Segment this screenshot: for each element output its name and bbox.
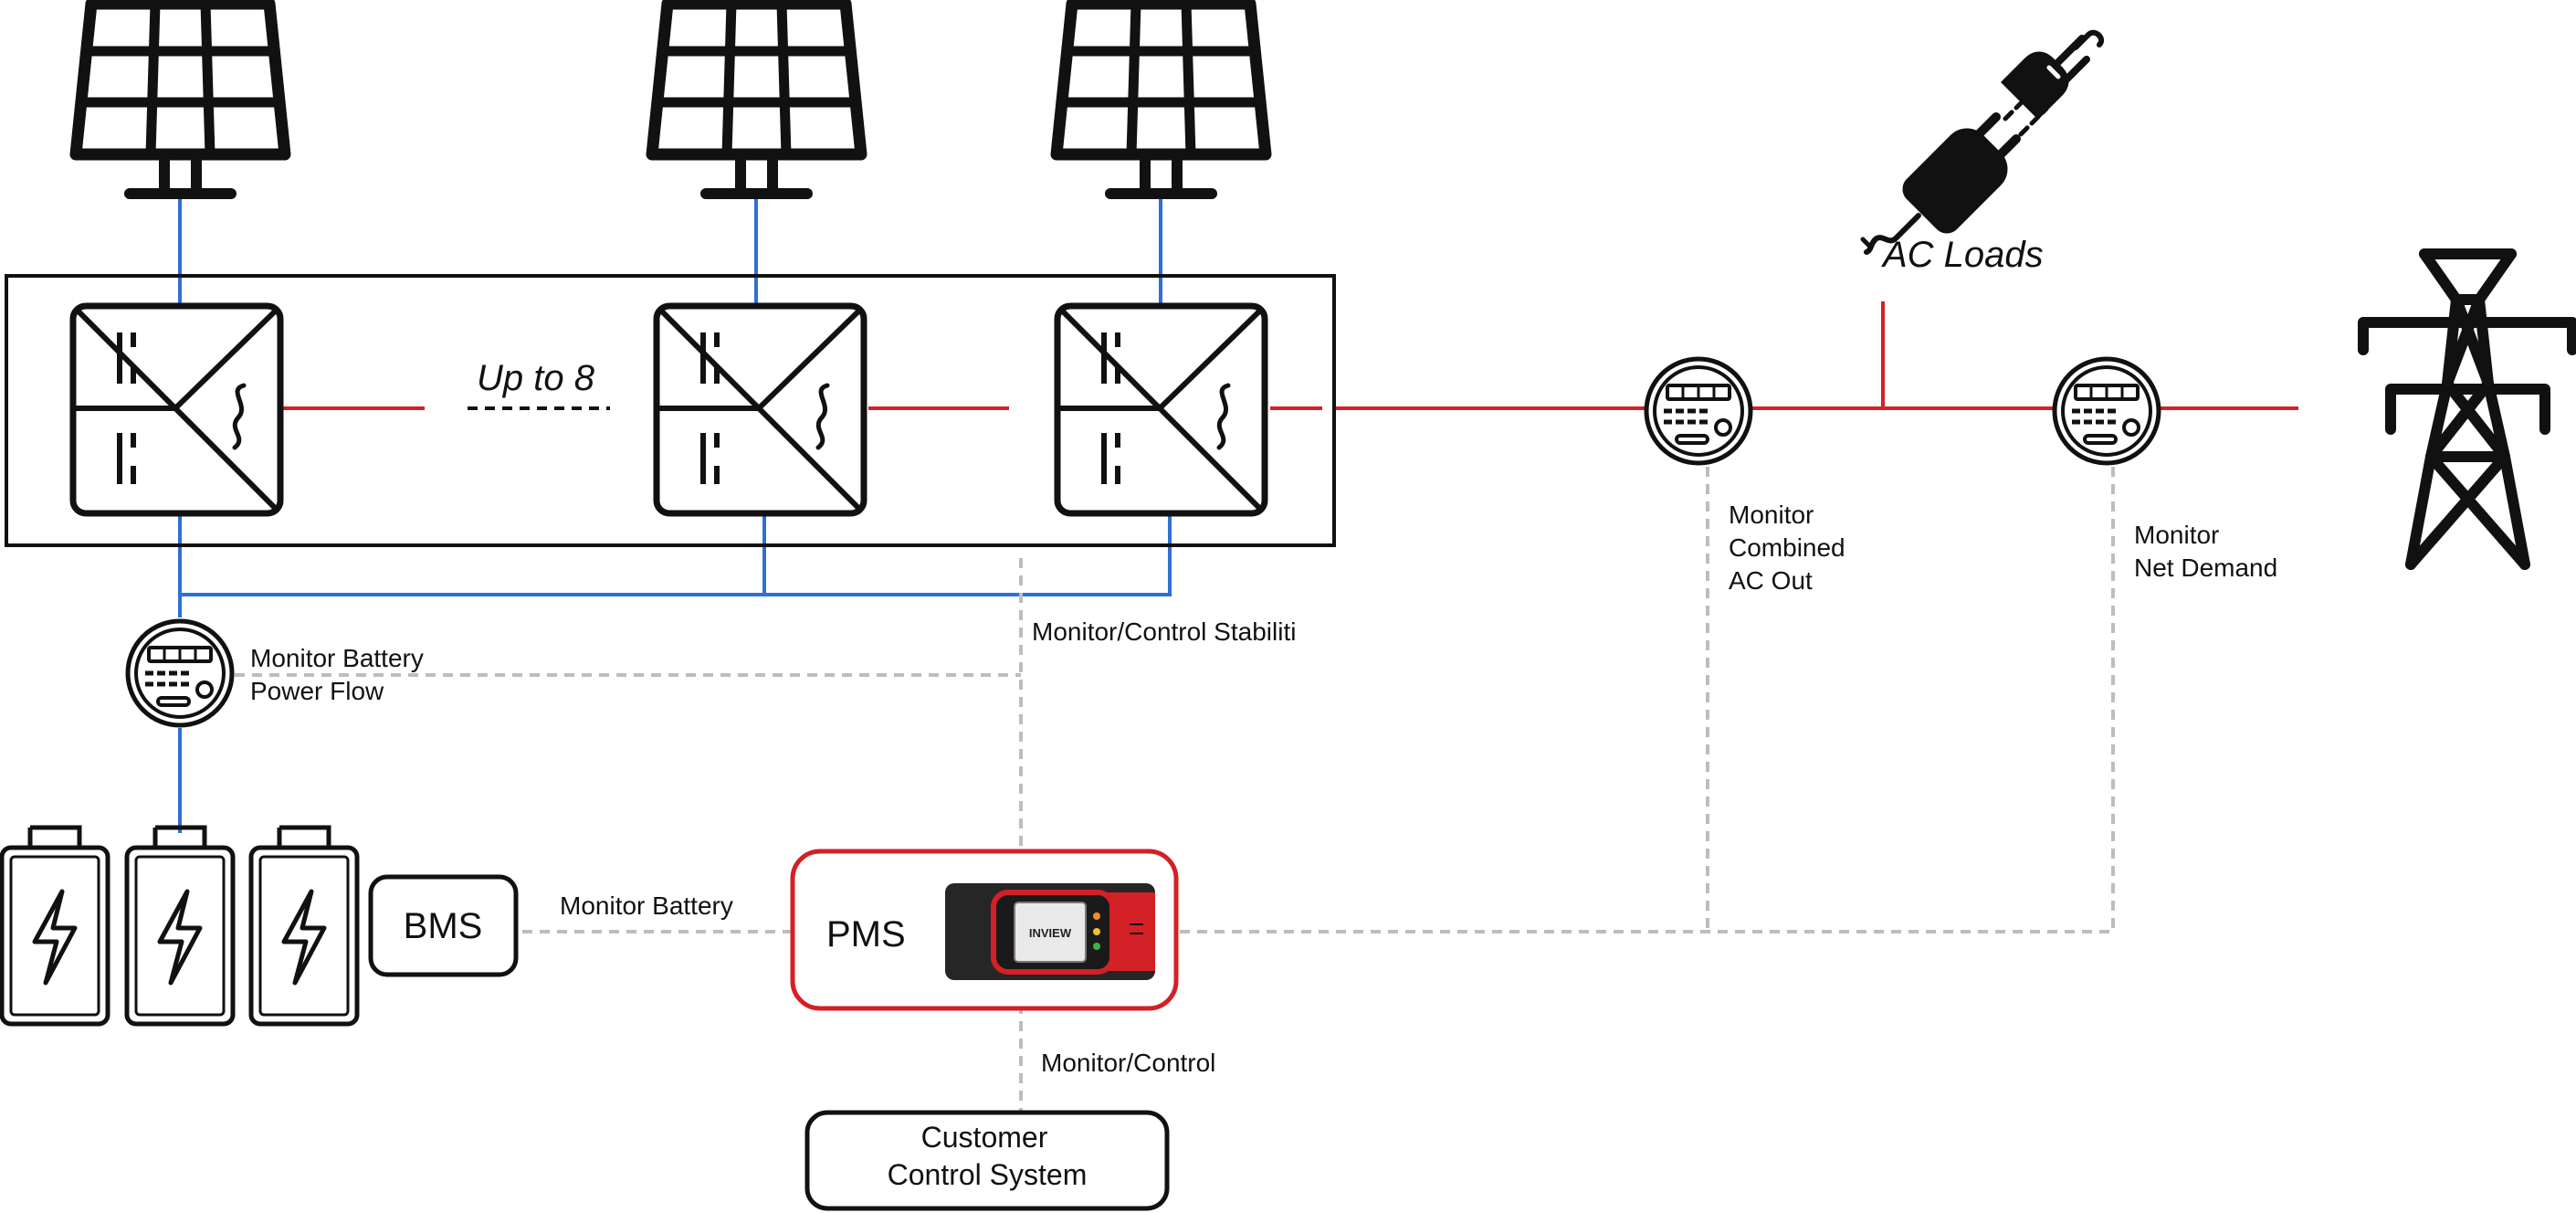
customer-system-line2: Control System <box>888 1158 1088 1191</box>
battery-meter-icon <box>128 621 232 725</box>
monitor-battery-power-line1: Monitor Battery <box>250 644 424 672</box>
solar-panel-icon <box>1057 4 1266 194</box>
monitor-control-label: Monitor/Control <box>1041 1049 1215 1077</box>
monitor-net-line1: Monitor <box>2134 521 2219 549</box>
inverter-icon <box>1057 306 1265 513</box>
combined-ac-meter-icon <box>1646 359 1751 463</box>
inverter-icon <box>73 306 280 513</box>
inverter-housing <box>5 274 1336 547</box>
battery-icon <box>127 828 233 1024</box>
monitor-stability-label: Monitor/Control Stabiliti <box>1032 617 1296 646</box>
solar-panel-icon <box>652 4 861 194</box>
bms-label: BMS <box>404 906 483 946</box>
pms-label: PMS <box>826 914 906 955</box>
ac-loads-label: AC Loads <box>1881 235 2044 275</box>
customer-system-box <box>804 1110 1170 1211</box>
inverter-icon <box>657 306 864 513</box>
net-demand-meter-icon <box>2055 359 2159 463</box>
plug-icon <box>1860 29 2105 255</box>
monitor-combined-line1: Monitor <box>1729 501 1814 529</box>
battery-icon <box>251 828 357 1024</box>
pms-device-icon: INVIEW <box>945 883 1155 980</box>
ac-lines <box>283 301 2298 410</box>
up-to-label: Up to 8 <box>477 358 595 398</box>
transmission-tower-icon <box>2358 248 2576 570</box>
comm-lines <box>235 467 2115 1113</box>
bms-box <box>368 874 519 977</box>
customer-system-line1: Customer <box>921 1121 1048 1154</box>
monitor-battery-label: Monitor Battery <box>560 891 733 920</box>
dc-lines <box>178 199 1172 833</box>
monitor-combined-line3: AC Out <box>1729 566 1813 595</box>
battery-icon <box>2 828 108 1024</box>
monitor-battery-power-line2: Power Flow <box>250 677 384 705</box>
solar-panel-icon <box>76 4 285 194</box>
monitor-net-line2: Net Demand <box>2134 554 2277 582</box>
pms-device-brand: INVIEW <box>1029 926 1072 940</box>
monitor-combined-line2: Combined <box>1729 533 1845 562</box>
